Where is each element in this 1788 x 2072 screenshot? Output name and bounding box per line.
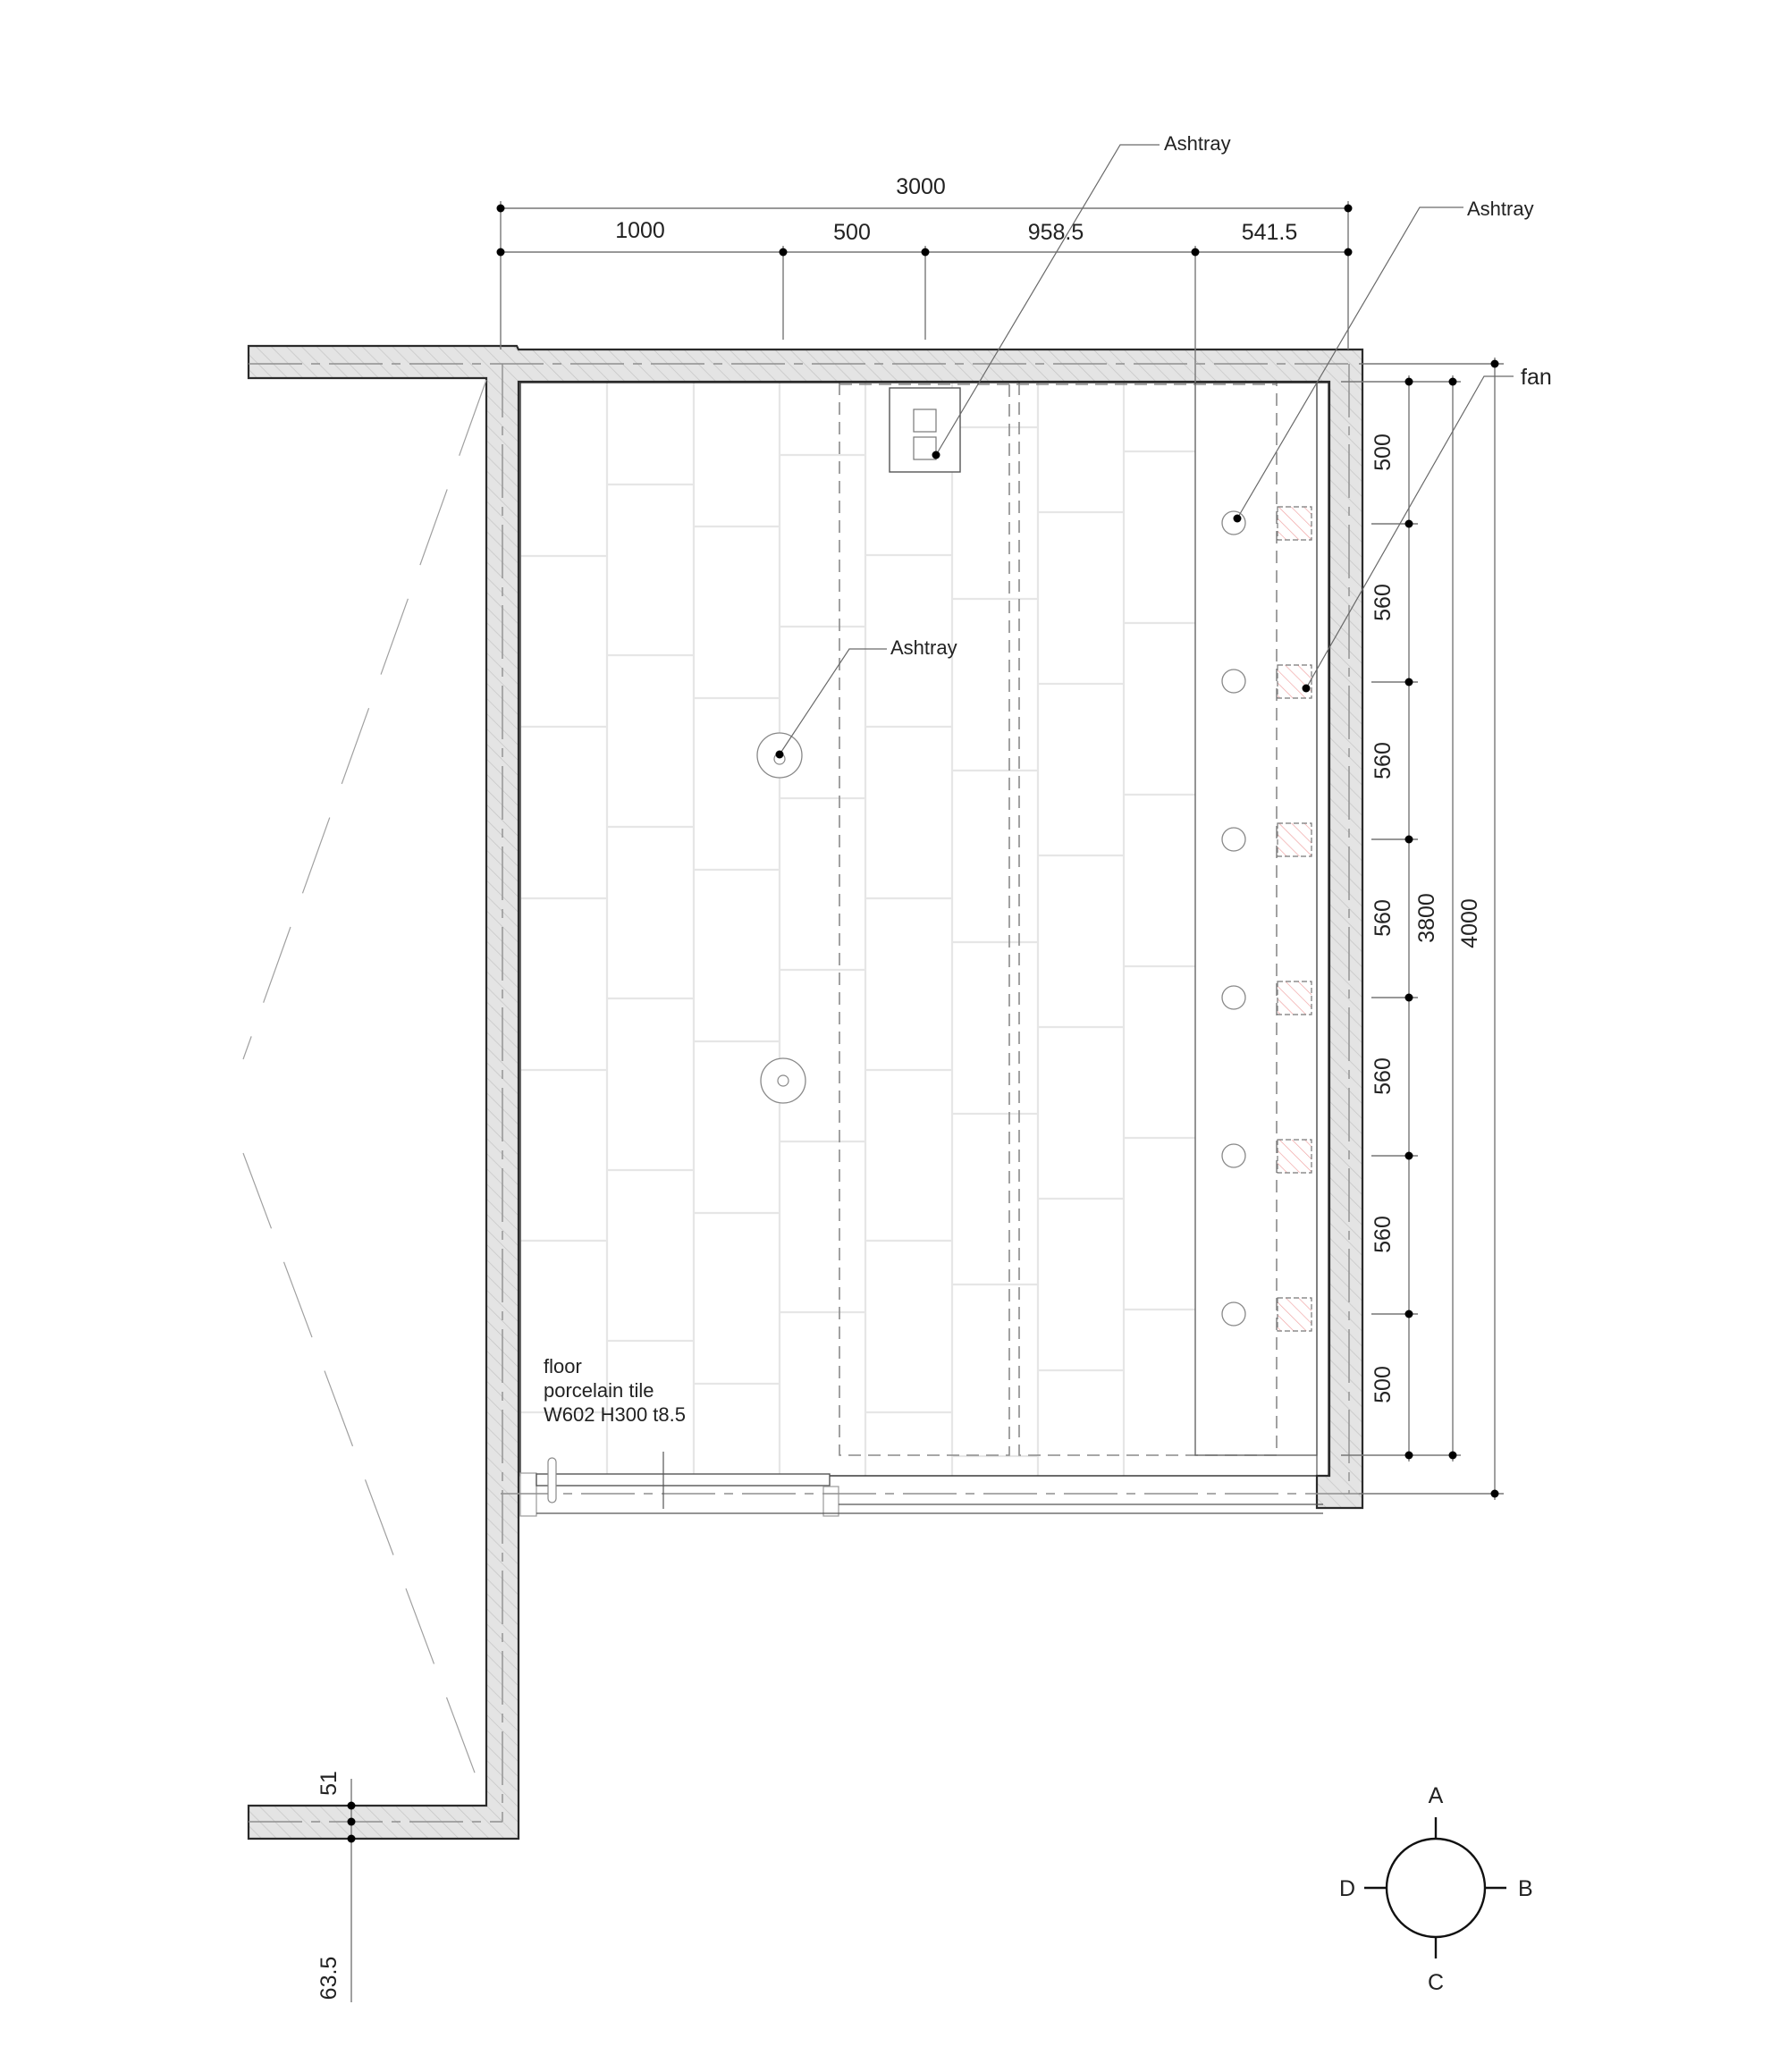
label-fan: fan [1521,365,1552,390]
dim-right-outer-total: 4000 [1457,898,1482,948]
dim-right-seg-6: 560 [1371,1216,1396,1253]
overhead-dashed-outlines [839,383,1278,1456]
floor-tile-grid [521,383,1195,1476]
section-key-compass-icon: A B C D [1339,1783,1533,1995]
dim-top-seg-1: 1000 [615,218,665,243]
floor-note-line-3: W602 H300 t8.5 [544,1403,686,1426]
wall-upper-left [247,344,1364,1840]
dim-top-seg-2: 500 [833,220,871,245]
dim-top-seg-3: 958.5 [1028,220,1084,245]
walls [247,344,1364,1840]
seat-ashtray-row [1221,510,1246,1327]
dim-right-seg-3: 560 [1371,742,1396,779]
dim-left-wall-lower: 63.5 [316,1957,342,2000]
left-wall-dimensions [347,1779,356,2002]
dim-right-seg-4: 560 [1371,899,1396,937]
compass-label-a: A [1429,1783,1444,1808]
door-handle-icon [547,1457,557,1503]
dim-right-inner-total: 3800 [1414,893,1439,943]
floor-note-line-2: porcelain tile [544,1379,654,1402]
label-ashtray-right: Ashtray [1467,198,1534,220]
view-diagonal-lines [242,379,487,1805]
compass-label-c: C [1428,1970,1444,1995]
dim-right-seg-7: 500 [1371,1366,1396,1403]
label-ashtray-center: Ashtray [890,636,957,659]
top-dimensions [496,201,1353,383]
dim-right-seg-2: 560 [1371,584,1396,621]
fan-row [1277,506,1312,1332]
standing-ashtray-2 [760,1057,806,1104]
sliding-door [501,1452,1362,1517]
compass-label-d: D [1339,1876,1355,1901]
dim-top-overall: 3000 [896,174,946,199]
label-ashtray-top: Ashtray [1164,132,1231,155]
dim-right-seg-1: 500 [1371,434,1396,471]
dim-left-wall-upper: 51 [316,1771,342,1796]
dimension-labels: 3000 1000 500 958.5 541.5 500 560 560 56… [316,174,1482,2000]
leader-lines [775,144,1514,759]
dim-right-seg-5: 560 [1371,1057,1396,1095]
floor-note-line-1: floor [544,1355,582,1377]
right-dimensions [1341,358,1504,1500]
dim-top-seg-4: 541.5 [1242,220,1298,245]
compass-label-b: B [1518,1876,1533,1901]
callout-labels: Ashtray Ashtray Ashtray fan [890,132,1552,659]
wall-ashtray-unit [889,387,961,473]
floor-material-note: floor porcelain tile W602 H300 t8.5 [544,1355,686,1426]
